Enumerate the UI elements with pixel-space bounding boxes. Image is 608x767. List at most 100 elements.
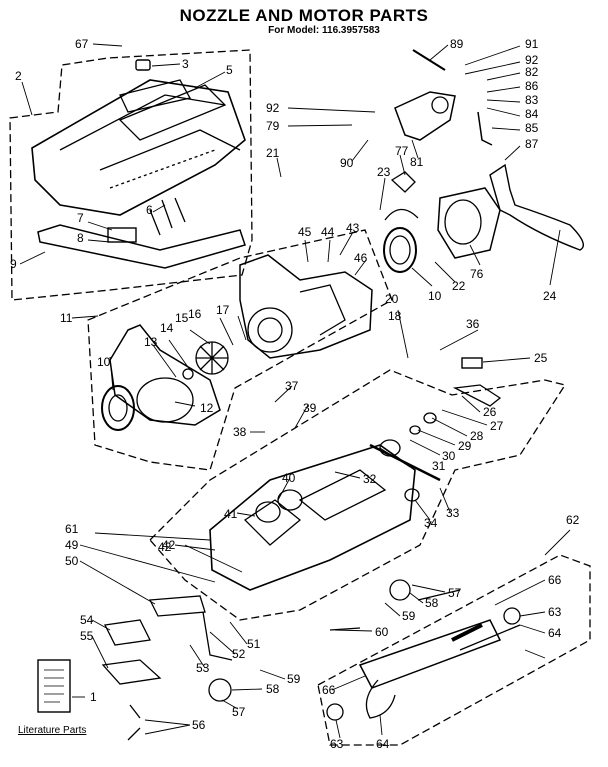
group-outline-upper-nozzle [9,49,253,301]
motor-cover-shape [437,187,501,259]
callout-9: 9 [10,257,17,271]
callout-10: 10 [97,355,111,369]
callout-6: 6 [146,203,153,217]
callout-16: 16 [188,307,202,321]
callout-60: 60 [375,625,389,639]
pedal-3-shape [135,59,151,71]
callout-66: 66 [322,683,336,697]
callout-58: 58 [266,682,280,696]
callout-26: 26 [483,405,497,419]
callout-23: 23 [377,165,391,179]
belt-shape [489,163,584,251]
callout-3: 3 [182,57,189,71]
callout-91: 91 [525,37,539,51]
callout-90: 90 [340,156,354,170]
callout-10: 10 [428,289,442,303]
callout-17: 17 [216,303,230,317]
callout-14: 14 [160,321,174,335]
callout-77: 77 [395,144,409,158]
callout-92: 92 [266,101,280,115]
callout-22: 22 [452,279,466,293]
callout-85: 85 [525,121,539,135]
callout-84: 84 [525,107,539,121]
group-outline-base [149,369,567,621]
callout-7: 7 [77,211,84,225]
callout-63: 63 [330,737,344,751]
callout-59: 59 [287,672,301,686]
callout-28: 28 [470,429,484,443]
callout-53: 53 [196,661,210,675]
callout-44: 44 [321,225,335,239]
callout-50: 50 [65,554,79,568]
group-outline-brushroll [317,554,591,746]
callout-54: 54 [80,613,94,627]
motor-housing-shape [239,254,373,359]
callout-8: 8 [77,231,84,245]
callout-1: 1 [90,690,97,704]
callout-40: 40 [282,471,296,485]
callout-63: 63 [548,605,562,619]
callout-13: 13 [144,335,158,349]
callout-38: 38 [233,425,247,439]
callout-37: 37 [285,379,299,393]
callout-41: 41 [224,507,238,521]
callout-43: 43 [346,221,360,235]
callout-32: 32 [363,472,377,486]
brushroll-shape [358,619,502,689]
callout-46: 46 [354,251,368,265]
callout-89: 89 [450,37,464,51]
hood-shape [31,79,246,216]
callout-86: 86 [525,79,539,93]
callout-83: 83 [525,93,539,107]
callout-12: 12 [200,401,214,415]
callout-59: 59 [402,609,416,623]
callout-55: 55 [80,629,94,643]
callout-51: 51 [247,637,261,651]
callout-45: 45 [298,225,312,239]
callout-58: 58 [425,596,439,610]
bumper-9-shape [37,224,246,269]
callout-27: 27 [490,419,504,433]
callout-25: 25 [534,351,548,365]
callout-57: 57 [448,586,462,600]
callout-56: 56 [192,718,206,732]
callout-18: 18 [388,309,402,323]
height-adjuster-shape [394,91,456,141]
callout-24: 24 [543,289,557,303]
callout-31: 31 [432,459,446,473]
callout-92: 92 [525,53,539,67]
callout-20: 20 [385,292,399,306]
callout-42: 42 [158,540,172,554]
callout-30: 30 [442,449,456,463]
callout-79: 79 [266,119,280,133]
callout-61: 61 [65,522,79,536]
callout-67: 67 [75,37,89,51]
fan-housing-shape [109,324,221,426]
callout-49: 49 [65,538,79,552]
literature-parts-label: Literature Parts [18,725,86,736]
callout-62: 62 [566,513,580,527]
callout-15: 15 [175,311,189,325]
callout-64: 64 [376,737,390,751]
callout-57: 57 [232,705,246,719]
literature-booklet-shape [37,659,71,713]
callout-42: 42 [162,538,176,552]
model-number: For Model: 116.3957583 [268,25,380,36]
callout-81: 81 [410,155,424,169]
callout-2: 2 [15,69,22,83]
callout-33: 33 [446,506,460,520]
light-lens-5-shape [119,79,191,113]
group-outline-motor [87,229,393,471]
callout-76: 76 [470,267,484,281]
callout-36: 36 [466,317,480,331]
callout-82: 82 [525,65,539,79]
callout-34: 34 [424,516,438,530]
callout-21: 21 [266,146,280,160]
callout-29: 29 [458,439,472,453]
callout-52: 52 [232,647,246,661]
base-frame-shape [209,444,416,591]
callout-66: 66 [548,573,562,587]
